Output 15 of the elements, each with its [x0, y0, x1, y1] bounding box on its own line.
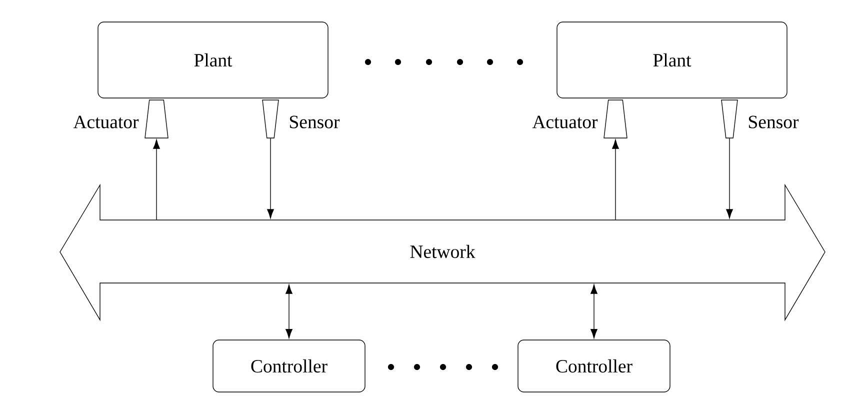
process-box: Plant	[556, 22, 788, 98]
arrow	[153, 139, 160, 220]
arrow	[590, 284, 598, 338]
arrow	[286, 284, 292, 338]
side-label: Actuator	[532, 116, 598, 128]
arrow	[612, 139, 619, 220]
process-box: Controller	[212, 340, 366, 392]
side-label: Sensor	[748, 116, 799, 128]
process-box: Controller	[518, 340, 670, 392]
side-label: Actuator	[73, 116, 139, 128]
arrow	[726, 138, 733, 219]
arrow	[267, 138, 274, 219]
side-label: Sensor	[290, 116, 340, 128]
network-band: Network	[60, 184, 826, 322]
process-box: Plant	[98, 22, 328, 98]
